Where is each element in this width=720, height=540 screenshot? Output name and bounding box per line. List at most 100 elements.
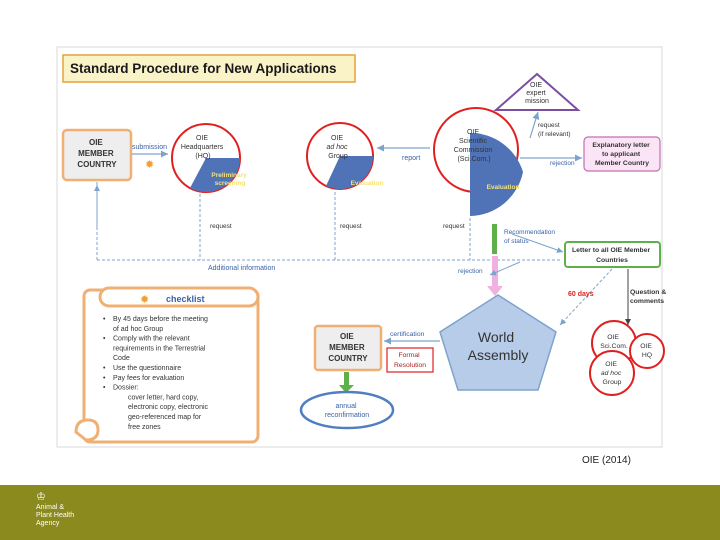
annual-ellipse — [299, 390, 395, 430]
question-line: Question & — [630, 289, 666, 296]
checklist-item: Dossier: — [113, 385, 139, 392]
formal-line: Formal — [398, 352, 420, 359]
checklist-title: checklist — [166, 294, 205, 304]
annual-line: annual — [336, 403, 357, 410]
adhoc-line: ad hoc — [327, 144, 349, 151]
crest-icon: ♔ — [36, 491, 46, 503]
recommendation-line: of status — [504, 238, 529, 245]
logo-line: Animal & — [36, 504, 65, 511]
checklist-item: Comply with the relevant — [113, 336, 190, 343]
small-scicom-label: OIE Sci.Com. — [600, 334, 628, 350]
member2-line: COUNTRY — [328, 354, 368, 363]
letter-all-line: Countries — [596, 257, 628, 264]
expert-line: OIE — [530, 82, 542, 89]
small-hq-line: HQ — [642, 352, 652, 359]
scicom-line: (Sci.Com.) — [457, 156, 490, 163]
adhoc-label: OIE ad hoc Group — [327, 135, 350, 160]
world-assembly-line: Assembly — [468, 347, 529, 363]
formal-resolution-box — [386, 347, 434, 373]
expert-line: mission — [525, 98, 549, 105]
question-line: comments — [630, 298, 664, 305]
checklist-item: By 45 days before the meeting — [113, 316, 208, 323]
green-arrow-shaft — [344, 372, 349, 386]
scicom-eval-label: Evaluation — [487, 184, 520, 191]
checklist-item: Pay fees for evaluation — [113, 375, 184, 382]
explanatory-line: Member Country — [595, 160, 649, 167]
logo-line: Agency — [36, 520, 60, 527]
checklist-item: free zones — [128, 424, 161, 431]
rejection-label-1: rejection — [550, 160, 575, 167]
gear-icon: ✹ — [140, 294, 149, 306]
expert-label: OIE expert mission — [525, 82, 549, 105]
world-assembly-label: World Assembly — [468, 329, 529, 363]
checklist-item: geo-referenced map for — [128, 414, 202, 421]
annual-label: annual reconfirmation — [325, 403, 369, 419]
request-label-1: request — [210, 223, 232, 230]
checklist-item: cover letter, hard copy, — [128, 394, 198, 401]
recommendation-line: Recommendation — [504, 229, 555, 236]
request-relevant-label: request (if relevant) — [538, 122, 571, 138]
letter-all-line: Letter to all OIE Member — [572, 247, 651, 254]
small-scicom-line: OIE — [607, 334, 619, 341]
scicom-line: Scientific — [459, 138, 488, 145]
member-line: COUNTRY — [77, 160, 117, 169]
explanatory-line: to applicant — [602, 151, 641, 158]
logo-line: Plant Health — [36, 512, 75, 519]
title: Standard Procedure for New Applications — [70, 61, 337, 76]
checklist-bullet: • — [103, 365, 106, 372]
pink-arrow-shaft — [492, 256, 498, 286]
prelim-line: screening — [215, 180, 246, 187]
checklist-item: electronic copy, electronic — [128, 404, 209, 411]
rejection-label-2: rejection — [458, 268, 483, 275]
expert-mission-triangle — [493, 72, 581, 111]
small-adhoc-line: Group — [603, 379, 622, 386]
hq-line: OIE — [196, 135, 208, 142]
small-hq-label: OIE HQ — [640, 343, 654, 359]
checklist-bullet: • — [103, 375, 106, 382]
small-adhoc-circle — [589, 350, 635, 396]
explanatory-label: Explanatory letter to applicant Member C… — [592, 142, 651, 167]
hq-label: OIE Headquarters (HQ) — [181, 135, 225, 160]
small-hq-line: OIE — [640, 343, 652, 350]
question-label: Question & comments — [630, 289, 668, 305]
sixty-days-label: 60 days — [568, 291, 594, 298]
scicom-label: OIE Scientific Commission (Sci.Com.) — [454, 129, 494, 163]
apha-logo: ♔ Animal & Plant Health Agency — [36, 491, 96, 528]
annual-line: reconfirmation — [325, 412, 369, 419]
formal-resolution-label: Formal Resolution — [394, 352, 426, 369]
procedure-diagram: Standard Procedure for New Applications … — [56, 46, 668, 448]
scroll-curl-bottom — [74, 418, 100, 442]
certification-label: certification — [390, 331, 425, 338]
hq-line: Headquarters — [181, 144, 224, 151]
checklist-item: Use the questionnaire — [113, 365, 181, 372]
recommendation-label: Recommendation of status — [504, 229, 557, 245]
adhoc-eval-label: Evaluation — [351, 180, 384, 187]
title-box — [62, 54, 356, 83]
footer-bar — [0, 485, 720, 540]
small-adhoc-label: OIE ad hoc Group — [601, 361, 623, 386]
checklist-header — [98, 286, 260, 308]
small-adhoc-line: OIE — [605, 361, 617, 368]
checklist-item: requirements in the Terrestrial — [113, 345, 206, 352]
additional-info-label: Additional information — [208, 265, 275, 272]
checklist-item: of ad hoc Group — [113, 326, 163, 333]
explanatory-line: Explanatory letter — [592, 142, 650, 149]
member-country-box — [61, 128, 133, 182]
checklist-items: • By 45 days before the meeting of ad hoc … — [103, 316, 209, 431]
scicom-pie-visible — [470, 132, 523, 216]
pink-arrow-head — [487, 286, 503, 296]
hq-line: (HQ) — [195, 153, 210, 160]
member-line: OIE — [89, 138, 103, 147]
green-arrow-head — [339, 385, 354, 393]
prelim-line: Preliminary — [211, 172, 247, 179]
member-line: MEMBER — [78, 149, 114, 158]
scicom-line: Commission — [454, 147, 493, 154]
checklist-bullet: • — [103, 385, 106, 392]
request-relevant-line: request — [538, 122, 560, 129]
request-label-2: request — [340, 223, 362, 230]
gear-icon: ✹ — [145, 159, 154, 171]
report-label: report — [402, 155, 420, 162]
checklist-item: Code — [113, 355, 130, 362]
prelim-label: Preliminary screening — [211, 172, 248, 187]
letter-all-box — [564, 241, 661, 268]
